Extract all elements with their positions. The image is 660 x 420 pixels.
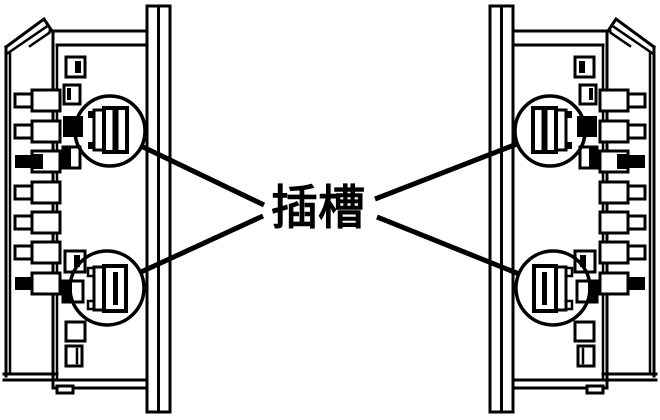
face-hole xyxy=(64,55,87,79)
leader-line-lower-left xyxy=(139,213,265,275)
top-bevel-flap xyxy=(3,16,55,50)
snap-clip xyxy=(15,271,62,296)
slot-callout-circle xyxy=(68,249,146,327)
leader-line-upper-left xyxy=(141,144,266,208)
slot-foot xyxy=(88,111,95,118)
slot-divider xyxy=(113,272,118,305)
slot-callout-circle xyxy=(73,94,147,168)
snap-clip xyxy=(15,149,62,174)
snap-clip xyxy=(13,88,62,113)
slot-divider xyxy=(112,108,119,152)
snap-clip-row xyxy=(13,88,62,296)
body-outline xyxy=(2,16,149,395)
face-hole xyxy=(61,145,82,170)
bevel-inner-line-2 xyxy=(28,31,51,48)
face-hole xyxy=(62,83,82,106)
face-hole-column xyxy=(61,55,87,368)
snap-clip xyxy=(13,240,62,265)
left-device-side-view xyxy=(2,4,172,414)
face-hole xyxy=(64,320,87,343)
snap-clip xyxy=(13,180,62,205)
lower-slot-glyph xyxy=(86,264,128,313)
slot-label: 插槽 xyxy=(271,181,365,236)
slot-callout: 插槽 xyxy=(139,141,520,277)
upper-slot-glyph xyxy=(88,106,129,154)
snap-clip xyxy=(13,119,62,144)
face-hole xyxy=(63,116,83,137)
slot-foot xyxy=(88,142,95,149)
face-hole xyxy=(64,344,84,368)
leader-line-upper-right xyxy=(374,141,518,202)
bottom-foot-tab xyxy=(55,384,75,395)
snap-clip xyxy=(13,210,62,235)
leader-line-lower-right xyxy=(376,214,520,277)
mounting-flange-bar xyxy=(145,4,172,414)
bevel-inner-line xyxy=(6,25,48,55)
